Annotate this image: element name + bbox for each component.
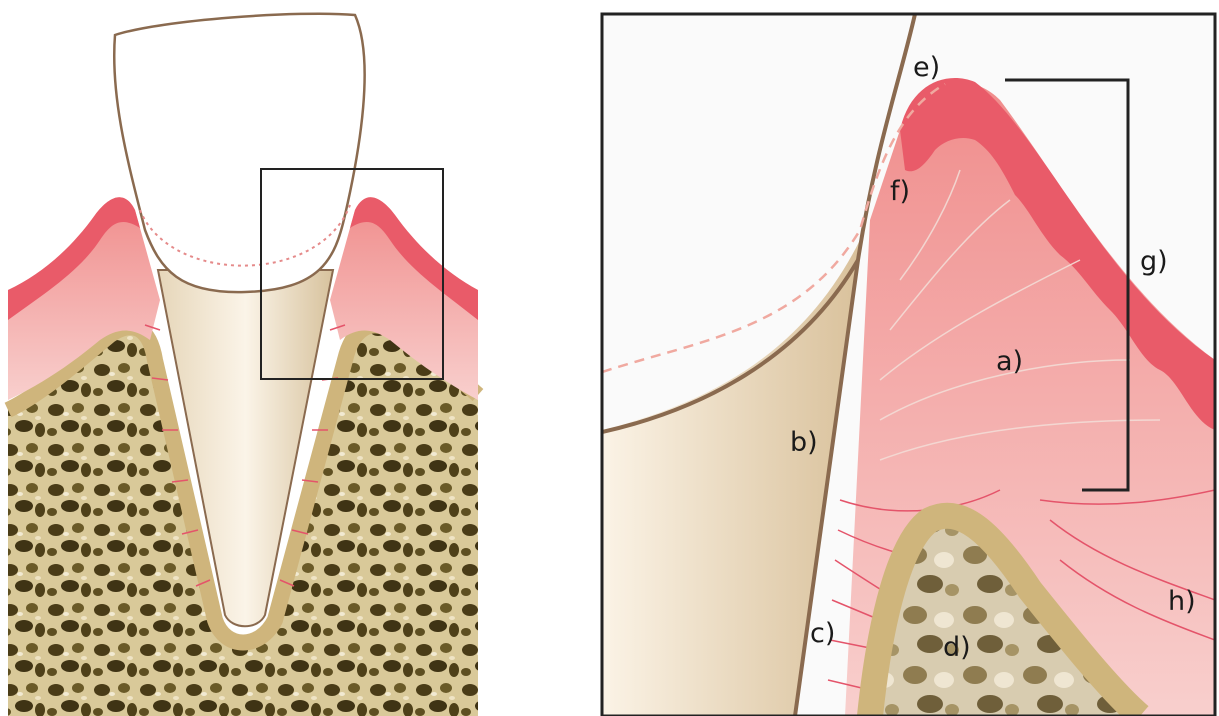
label-b: b) <box>790 427 818 458</box>
label-g: g) <box>1140 246 1168 277</box>
label-a: a) <box>996 346 1023 377</box>
detail-illustration <box>602 14 1215 716</box>
label-f: f) <box>890 176 910 207</box>
tooth-crown <box>114 14 364 292</box>
label-h: h) <box>1168 586 1196 617</box>
overview-illustration <box>8 14 478 716</box>
label-c: c) <box>810 618 835 649</box>
label-e: e) <box>913 52 940 83</box>
label-d: d) <box>943 632 971 663</box>
